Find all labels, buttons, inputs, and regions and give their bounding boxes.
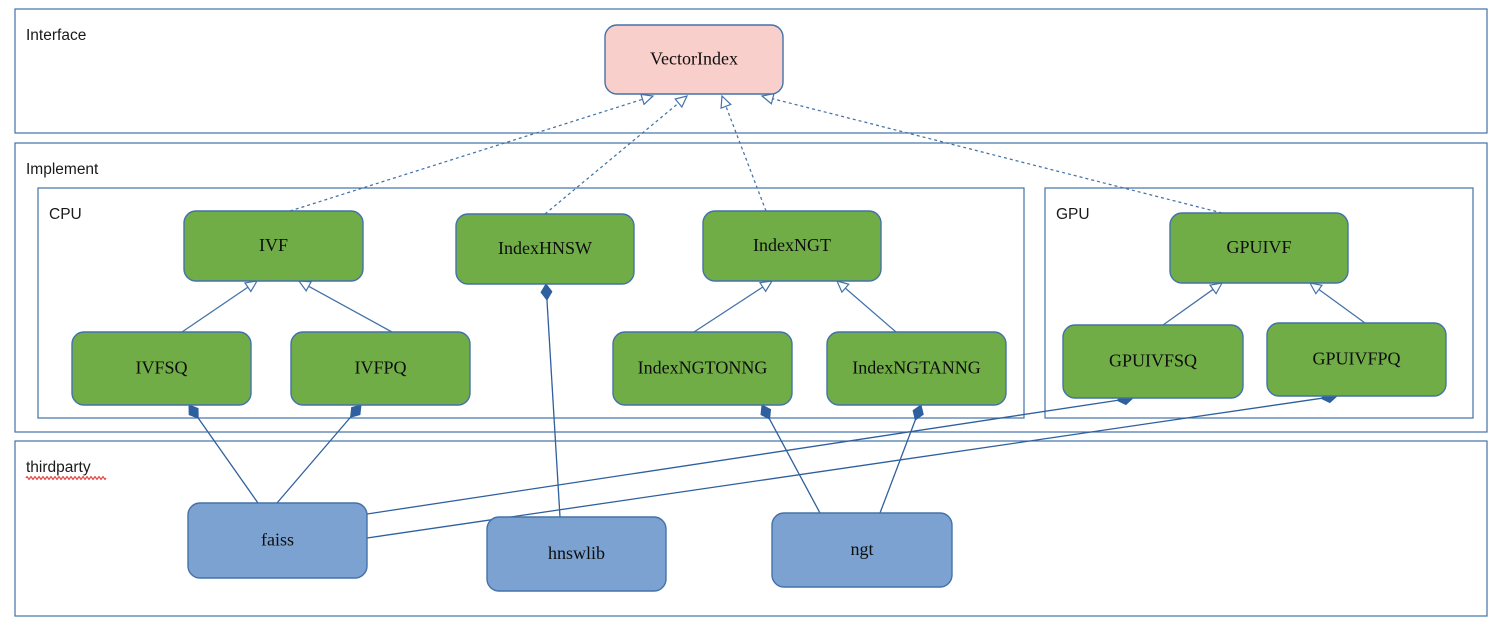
edge-ngt-to-indexngtonng-diamond: [760, 404, 772, 420]
node-ivf[interactable]: IVF: [183, 210, 364, 282]
node-label-indexngtonng: IndexNGTONNG: [638, 358, 768, 378]
edge-ivfsq-to-ivf: [181, 280, 259, 333]
edge-indexngtanng-to-indexngt-line: [844, 287, 897, 333]
edge-faiss-to-ivfsq-line: [197, 416, 259, 504]
edge-ngt-to-indexngtonng-line: [768, 417, 821, 514]
group-label-cpu: CPU: [49, 206, 82, 223]
edge-indexhnsw-to-vectorindex: [544, 95, 689, 215]
edge-gpuivf-to-vectorindex-arrowhead: [760, 92, 775, 105]
node-label-gpuivfpq: GPUIVFPQ: [1312, 349, 1400, 369]
edge-gpuivfsq-to-gpuivf-line: [1162, 288, 1215, 326]
node-indexhnsw[interactable]: IndexHNSW: [455, 213, 635, 285]
node-ivfpq[interactable]: IVFPQ: [290, 331, 471, 406]
edge-indexhnsw-to-vectorindex-arrowhead: [674, 95, 689, 109]
edge-gpuivfpq-to-gpuivf: [1308, 282, 1366, 324]
node-indexngtonng[interactable]: IndexNGTONNG: [612, 331, 793, 406]
edge-ivf-to-vectorindex-arrowhead: [640, 93, 655, 106]
node-label-ivf: IVF: [259, 235, 288, 255]
edge-hnswlib-to-indexhnsw: [540, 283, 561, 518]
node-label-gpuivfsq: GPUIVFSQ: [1109, 351, 1197, 371]
node-faiss[interactable]: faiss: [187, 502, 368, 579]
node-box-gpuivfsq[interactable]: [1062, 324, 1244, 399]
edge-faiss-to-ivfsq-diamond: [188, 404, 199, 419]
node-label-ivfpq: IVFPQ: [354, 358, 406, 378]
node-box-vectorindex[interactable]: [604, 24, 784, 95]
node-box-indexhnsw[interactable]: [455, 213, 635, 285]
edge-hnswlib-to-indexhnsw-line: [546, 298, 561, 518]
edge-ivfpq-to-ivf-line: [307, 285, 393, 333]
node-box-indexngtonng[interactable]: [612, 331, 793, 406]
edge-ivf-to-vectorindex-line: [289, 98, 644, 212]
edges-layer: [181, 92, 1366, 539]
edge-indexngtonng-to-indexngt: [693, 280, 774, 333]
node-hnswlib[interactable]: hnswlib: [486, 516, 667, 592]
node-box-indexngtanng[interactable]: [826, 331, 1007, 406]
edge-indexngt-to-vectorindex-arrowhead: [720, 94, 732, 110]
node-label-ivfsq: IVFSQ: [135, 358, 187, 378]
edge-indexngtonng-to-indexngt-arrowhead: [758, 280, 774, 293]
edge-faiss-to-gpuivfpq-line: [366, 397, 1323, 539]
node-box-ngt[interactable]: [771, 512, 953, 588]
node-label-faiss: faiss: [261, 530, 294, 550]
node-box-hnswlib[interactable]: [486, 516, 667, 592]
node-box-ivfpq[interactable]: [290, 331, 471, 406]
edge-ivf-to-vectorindex: [289, 93, 655, 212]
node-gpuivf[interactable]: GPUIVF: [1169, 212, 1349, 284]
node-box-ivfsq[interactable]: [71, 331, 252, 406]
spellcheck-underline-thirdparty: [25, 476, 107, 480]
node-box-ivf[interactable]: [183, 210, 364, 282]
node-label-ngt: ngt: [850, 539, 873, 559]
edge-faiss-to-ivfsq: [188, 404, 259, 504]
group-label-interface: Interface: [26, 27, 86, 44]
group-label-thirdparty: thirdparty: [26, 459, 91, 476]
edge-ngt-to-indexngtanng-line: [879, 418, 917, 514]
edge-gpuivfpq-to-gpuivf-line: [1317, 288, 1366, 324]
edge-ivfsq-to-ivf-line: [181, 286, 250, 333]
node-ivfsq[interactable]: IVFSQ: [71, 331, 252, 406]
node-label-indexngt: IndexNGT: [753, 235, 831, 255]
node-label-vectorindex: VectorIndex: [650, 49, 738, 69]
edge-indexngt-to-vectorindex-line: [724, 105, 767, 212]
edge-gpuivfsq-to-gpuivf: [1162, 282, 1224, 326]
edge-gpuivf-to-vectorindex: [760, 92, 1223, 214]
group-label-gpu: GPU: [1056, 206, 1090, 223]
node-label-hnswlib: hnswlib: [548, 543, 605, 563]
edge-faiss-to-ivfpq: [276, 404, 362, 504]
node-indexngt[interactable]: IndexNGT: [702, 210, 882, 282]
edge-indexngtanng-to-indexngt: [835, 280, 897, 333]
edge-indexhnsw-to-vectorindex-line: [544, 101, 680, 215]
edge-gpuivfpq-to-gpuivf-arrowhead: [1308, 282, 1323, 295]
node-gpuivfpq[interactable]: GPUIVFPQ: [1266, 322, 1447, 397]
edge-ngt-to-indexngtanng: [879, 404, 924, 514]
edge-ivfsq-to-ivf-arrowhead: [243, 280, 259, 293]
group-label-implement: Implement: [26, 161, 99, 178]
node-box-gpuivfpq[interactable]: [1266, 322, 1447, 397]
node-label-indexhnsw: IndexHNSW: [498, 238, 592, 258]
edge-faiss-to-ivfpq-diamond: [350, 404, 362, 418]
node-label-indexngtanng: IndexNGTANNG: [852, 358, 981, 378]
node-box-gpuivf[interactable]: [1169, 212, 1349, 284]
node-vectorindex[interactable]: VectorIndex: [604, 24, 784, 95]
edge-faiss-to-gpuivfsq-line: [366, 399, 1119, 515]
edge-indexngt-to-vectorindex: [720, 94, 767, 212]
node-indexngtanng[interactable]: IndexNGTANNG: [826, 331, 1007, 406]
edge-ngt-to-indexngtonng: [760, 404, 821, 514]
edge-hnswlib-to-indexhnsw-diamond: [540, 283, 553, 301]
edge-indexngtonng-to-indexngt-line: [693, 285, 764, 333]
node-ngt[interactable]: ngt: [771, 512, 953, 588]
edge-gpuivfsq-to-gpuivf-arrowhead: [1208, 282, 1224, 295]
node-box-indexngt[interactable]: [702, 210, 882, 282]
node-gpuivfsq[interactable]: GPUIVFSQ: [1062, 324, 1244, 399]
edge-indexngtanng-to-indexngt-arrowhead: [835, 280, 850, 294]
node-box-faiss[interactable]: [187, 502, 368, 579]
edge-faiss-to-ivfpq-line: [276, 415, 352, 504]
edge-ngt-to-indexngtanng-diamond: [912, 404, 924, 421]
node-label-gpuivf: GPUIVF: [1226, 237, 1291, 257]
